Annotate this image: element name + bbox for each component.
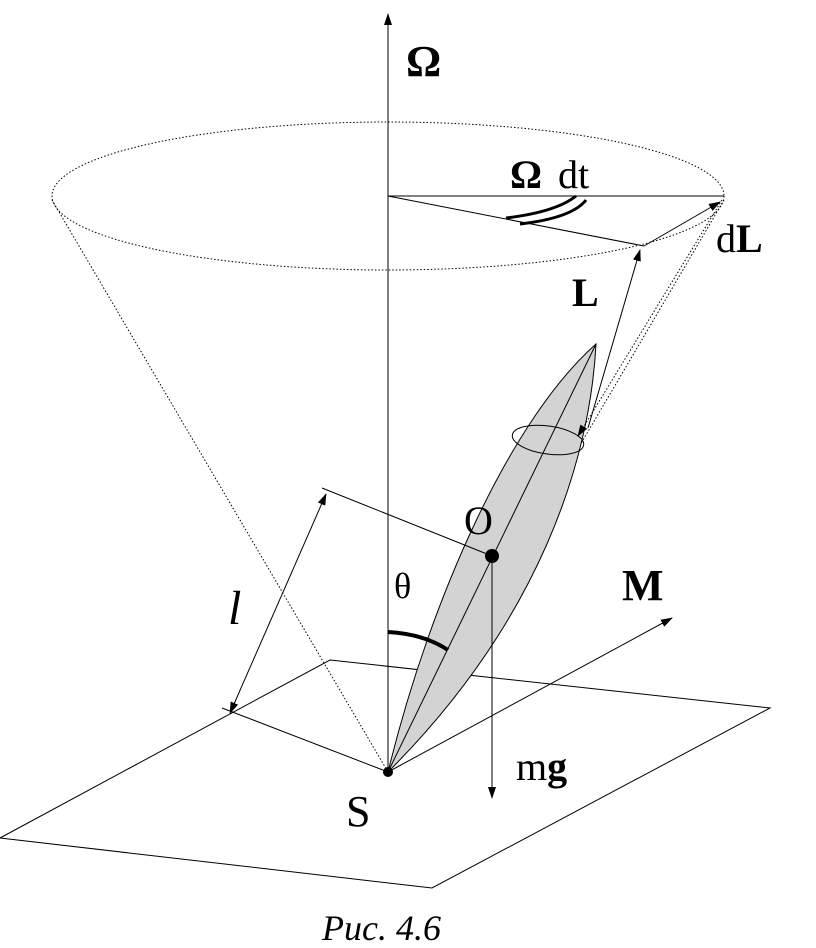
omega-dt-arc-2 (519, 199, 588, 226)
omega-label: Ω (406, 37, 441, 86)
mg-m: m (516, 744, 547, 789)
theta-label: θ (394, 566, 411, 606)
dl-d: d (716, 216, 736, 261)
length-l-arrow (229, 493, 327, 715)
lever-base-line (221, 707, 389, 773)
angular-momentum-arrow (587, 249, 641, 429)
torque-arrow (387, 617, 673, 773)
l-vector-label: L (572, 270, 599, 315)
ground-plane (0, 659, 772, 889)
omega-dt-symbol: Ω (510, 152, 542, 197)
mg-label: mg (516, 744, 567, 789)
m-vector-label: M (622, 561, 664, 610)
omega-dt-label: Ω dt (510, 152, 589, 197)
mg-g: g (547, 744, 567, 789)
dl-bold: L (736, 216, 763, 261)
dl-arrow (643, 201, 721, 247)
precession-arrow (577, 199, 723, 437)
pivot-dot (383, 767, 393, 777)
dl-label: dL (716, 216, 763, 261)
omega-dt-arc-1 (505, 194, 577, 220)
omega-dt-rest: dt (558, 152, 589, 197)
spin-indicator (511, 424, 585, 456)
cone-top-radius-L (387, 195, 645, 247)
lever-line (321, 487, 493, 557)
theta-arc (387, 630, 450, 652)
o-point-label: O (464, 498, 493, 543)
cone-left-edge (51, 199, 389, 773)
figure-caption: Рис. 4.6 (321, 908, 441, 948)
s-point-label: S (346, 787, 370, 836)
ell-label: l (228, 582, 241, 635)
